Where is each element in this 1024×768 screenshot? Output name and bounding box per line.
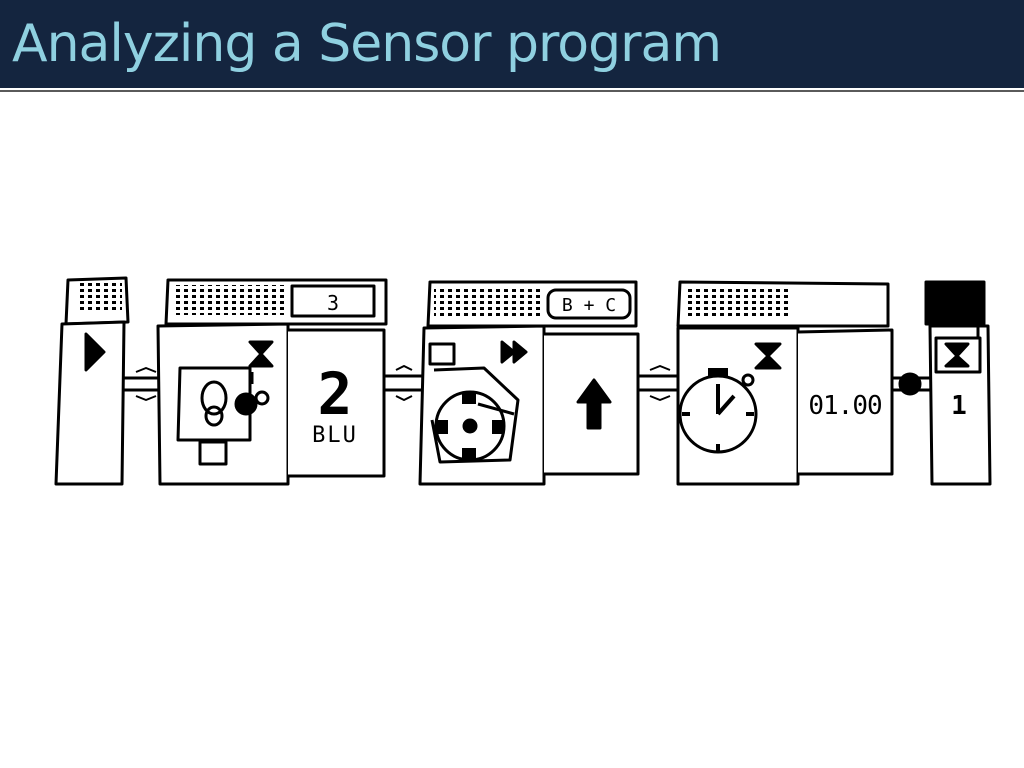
motor-move-block[interactable] bbox=[418, 280, 640, 486]
title-divider-shadow bbox=[0, 90, 1024, 92]
hourglass-icon bbox=[248, 340, 274, 368]
sequence-connector bbox=[124, 367, 162, 401]
slide-title: Analyzing a Sensor program bbox=[12, 14, 722, 74]
start-block[interactable] bbox=[54, 276, 130, 486]
sensor-value-label: 2 bbox=[318, 360, 353, 428]
timer-wait-block[interactable] bbox=[676, 280, 894, 486]
sensor-color-label: BLU bbox=[312, 423, 358, 448]
title-bar: Analyzing a Sensor program bbox=[0, 0, 1024, 88]
timer-duration-label: 01.00 bbox=[808, 391, 881, 421]
sequence-connector bbox=[638, 365, 680, 401]
motor-port-label: B + C bbox=[562, 295, 616, 316]
title-divider bbox=[0, 88, 1024, 90]
loop-end-block[interactable] bbox=[924, 280, 992, 486]
sensor-port-label: 3 bbox=[327, 291, 339, 315]
motor-icon bbox=[428, 342, 520, 464]
hourglass-icon bbox=[754, 342, 782, 370]
stopwatch-icon bbox=[678, 368, 758, 454]
loop-icon bbox=[934, 336, 982, 374]
up-arrow-icon bbox=[576, 378, 612, 430]
play-triangle-icon bbox=[84, 332, 106, 372]
touch-sensor-icon bbox=[176, 366, 270, 466]
gear-connector-icon bbox=[892, 372, 930, 396]
touch-sensor-wait-block[interactable] bbox=[156, 278, 388, 486]
speed-icon bbox=[500, 340, 528, 364]
sequence-connector bbox=[384, 365, 422, 401]
loop-count-label: 1 bbox=[951, 391, 967, 421]
